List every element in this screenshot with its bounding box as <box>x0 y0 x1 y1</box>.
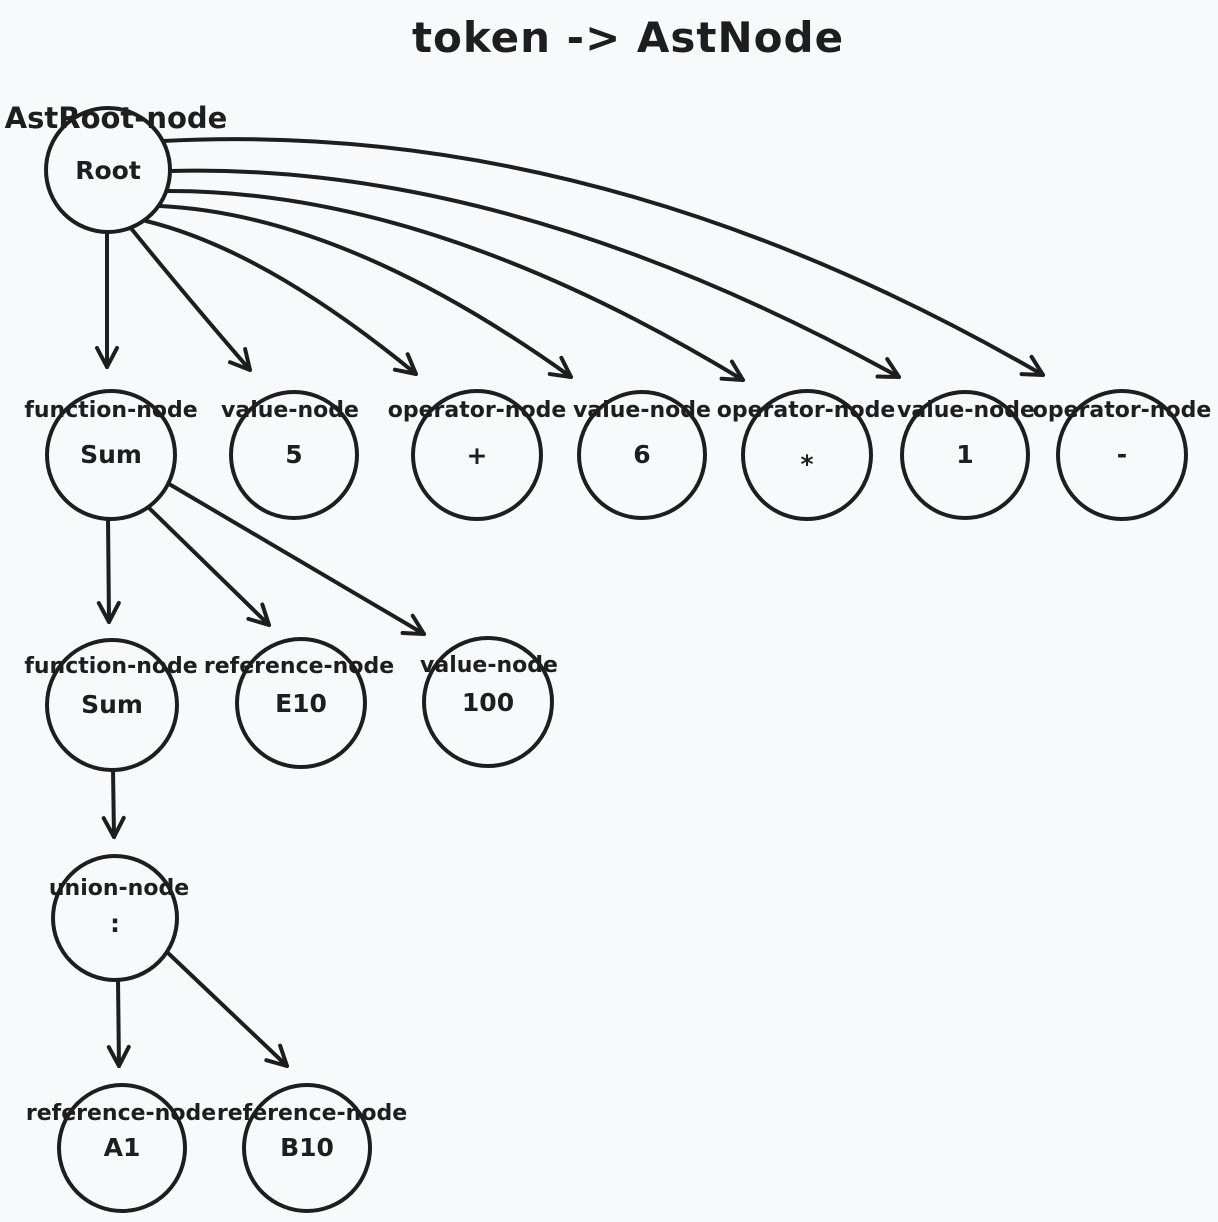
node-val100-type: value-node <box>420 653 558 678</box>
node-star: operator-node * <box>717 389 896 521</box>
node-val6-type: value-node <box>573 398 711 423</box>
node-plus-value: + <box>467 441 488 470</box>
node-val6: value-node 6 <box>573 390 711 520</box>
edge-root-val6 <box>158 204 573 379</box>
node-sum2-circle <box>45 638 179 772</box>
node-val5-circle <box>229 390 359 520</box>
edge-root-val5 <box>128 225 252 372</box>
edge-sum2-union <box>101 767 126 839</box>
node-root: AstRoot-node Root <box>5 101 228 234</box>
node-star-circle <box>741 389 873 521</box>
node-sum2: function-node Sum <box>24 638 198 772</box>
node-plus-circle <box>411 389 543 521</box>
edge-sum1-val100 <box>162 479 426 636</box>
node-sum2-value: Sum <box>81 690 143 719</box>
edge-root-minus <box>161 137 1045 377</box>
node-sum1-value: Sum <box>80 440 142 469</box>
node-union: union-node : <box>49 854 189 982</box>
node-union-type: union-node <box>49 876 189 901</box>
node-sum1-type: function-node <box>24 398 197 423</box>
node-a1-circle <box>57 1083 187 1213</box>
node-b10-circle <box>242 1083 372 1213</box>
node-val1-circle <box>900 390 1030 520</box>
nodes-layer: AstRoot-node Root function-node Sum valu… <box>5 101 1212 1213</box>
node-val1-type: value-node <box>897 398 1035 423</box>
node-val100: value-node 100 <box>420 636 558 768</box>
node-star-value: * <box>800 450 813 479</box>
node-minus: operator-node - <box>1033 389 1212 521</box>
node-root-circle <box>44 106 172 234</box>
node-union-circle <box>51 854 179 982</box>
node-val5: value-node 5 <box>221 390 359 520</box>
edge-sum1-e10 <box>144 503 271 627</box>
node-union-value: : <box>110 909 120 938</box>
node-a1-type: reference-node <box>26 1101 216 1126</box>
node-root-value: Root <box>75 156 141 185</box>
edge-root-val1 <box>168 168 901 379</box>
edge-union-a1 <box>106 978 131 1068</box>
edge-sum1-sum2 <box>96 516 121 624</box>
node-minus-circle <box>1056 389 1188 521</box>
diagram-title: token -> AstNode <box>412 13 844 62</box>
node-a1: reference-node A1 <box>26 1083 216 1213</box>
node-star-type: operator-node <box>717 398 896 423</box>
node-b10: reference-node B10 <box>217 1083 407 1213</box>
edge-union-b10 <box>165 950 289 1068</box>
node-val5-value: 5 <box>285 440 302 469</box>
node-root-type: AstRoot-node <box>5 101 228 135</box>
node-a1-value: A1 <box>104 1133 141 1162</box>
node-e10-value: E10 <box>275 689 327 718</box>
node-val100-value: 100 <box>462 688 514 717</box>
node-plus: operator-node + <box>388 389 567 521</box>
node-sum2-type: function-node <box>24 654 197 679</box>
node-e10-type: reference-node <box>204 654 394 679</box>
node-val5-type: value-node <box>221 398 359 423</box>
node-minus-value: - <box>1117 440 1127 469</box>
node-minus-type: operator-node <box>1033 398 1212 423</box>
edges-layer <box>95 137 1045 1068</box>
node-e10-circle <box>235 637 367 769</box>
node-b10-value: B10 <box>280 1133 334 1162</box>
node-sum1-circle <box>45 389 177 521</box>
node-e10: reference-node E10 <box>204 637 394 769</box>
node-val6-value: 6 <box>633 440 650 469</box>
node-val1: value-node 1 <box>897 390 1035 520</box>
edge-root-star <box>165 188 745 382</box>
node-val6-circle <box>577 390 707 520</box>
node-val100-circle <box>422 636 554 768</box>
node-val1-value: 1 <box>956 440 973 469</box>
node-b10-type: reference-node <box>217 1101 407 1126</box>
edge-root-plus <box>144 219 418 376</box>
node-plus-type: operator-node <box>388 398 567 423</box>
node-sum1: function-node Sum <box>24 389 198 521</box>
